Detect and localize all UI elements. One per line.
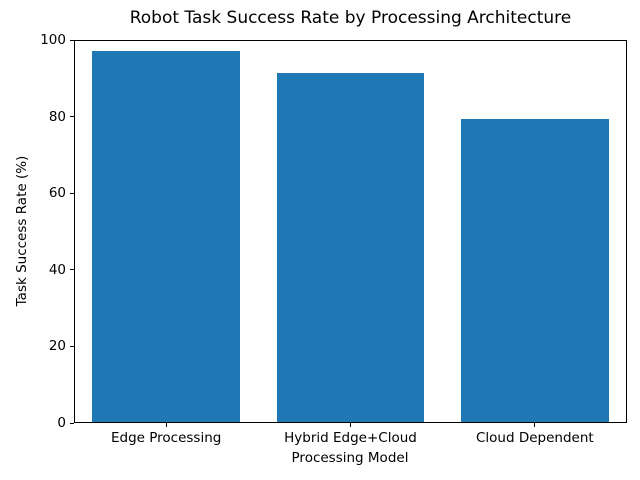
x-tick-mark [534,423,536,427]
y-tick-mark [70,345,74,347]
y-tick-label: 40 [48,261,66,278]
x-tick-mark [350,423,351,427]
y-tick-label: 20 [48,338,66,355]
y-axis-label: Task Success Rate (%) [14,155,30,307]
y-tick-mark [70,422,74,424]
y-tick-label: 100 [40,32,66,48]
x-axis-label: Processing Model [291,450,409,466]
chart-title: Robot Task Success Rate by Processing Ar… [129,8,572,28]
bar [461,119,609,422]
x-tick-label: Cloud Dependent [475,430,594,446]
x-tick-label: Edge Processing [110,430,222,446]
x-tick-mark [165,423,167,427]
bar [276,73,425,422]
y-tick-label: 0 [57,415,66,431]
y-tick-mark [70,192,74,194]
y-tick-mark [70,116,74,118]
bar [92,50,240,422]
y-tick-mark [70,269,74,271]
plot-area [74,40,627,423]
y-tick-mark [70,39,74,41]
y-tick-label: 80 [48,108,66,125]
y-tick-label: 60 [48,185,66,202]
x-tick-label: Hybrid Edge+Cloud [284,430,417,446]
